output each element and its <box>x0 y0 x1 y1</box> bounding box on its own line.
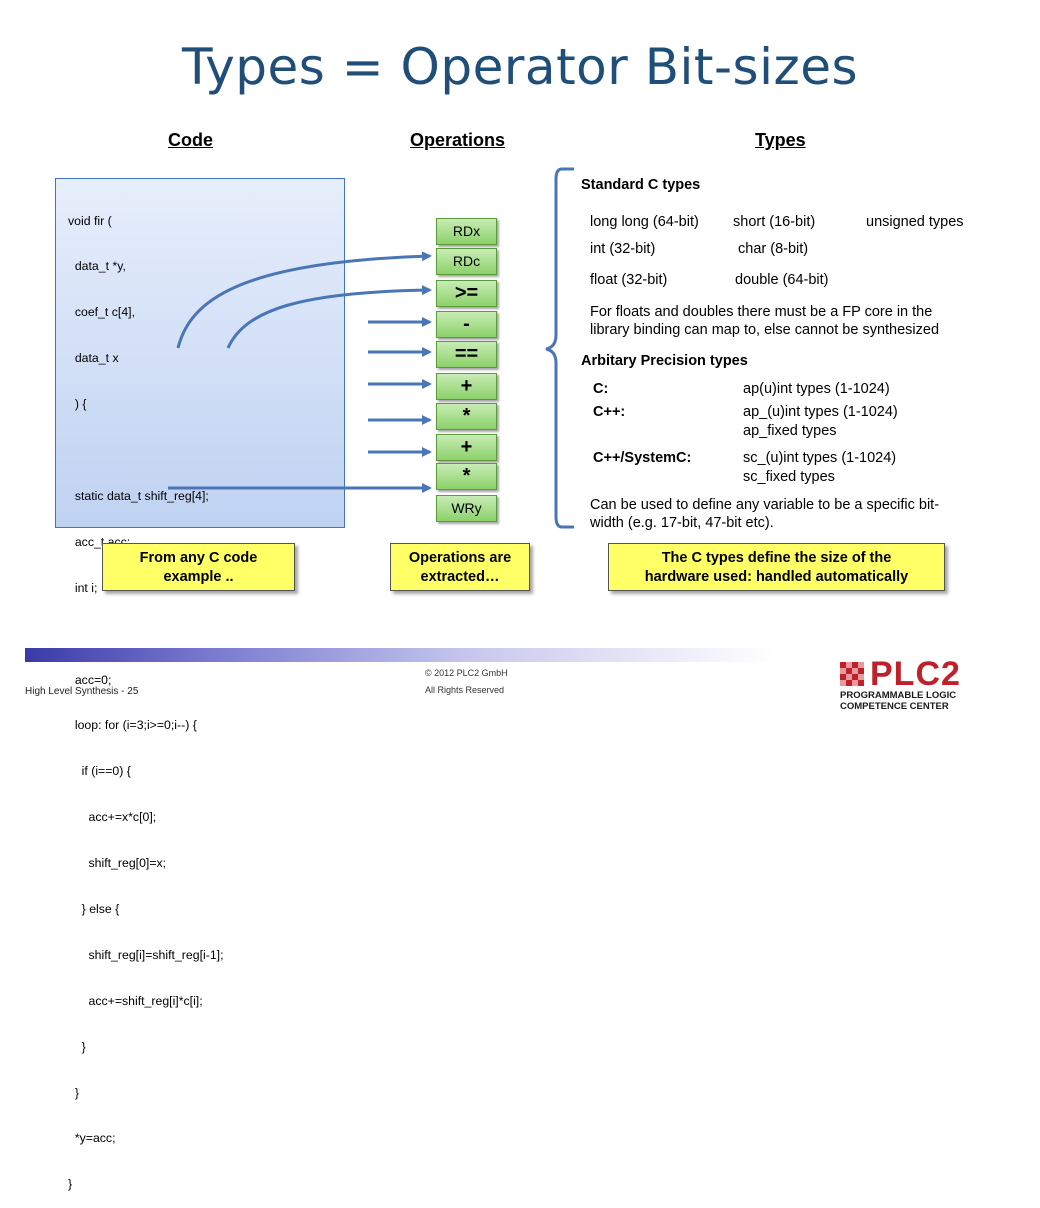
code-line: acc+=shift_reg[i]*c[i]; <box>68 993 203 1008</box>
callout-operations: Operations are extracted… <box>390 543 530 591</box>
code-line: } <box>68 1085 79 1100</box>
code-line: } else { <box>68 901 120 916</box>
operations-header: Operations <box>410 130 506 150</box>
code-line: loop: for (i=3;i>=0;i--) { <box>68 718 197 733</box>
op-equal: == <box>436 341 497 368</box>
bit-note-line-2: width (e.g. 17-bit, 47-bit etc). <box>590 515 774 531</box>
code-line: void fir ( <box>68 213 112 228</box>
code-line: acc=0; <box>68 672 112 687</box>
plc2-logo-mark-icon <box>840 662 866 688</box>
op-subtract: - <box>436 311 497 338</box>
logo-tagline-line-1: PROGRAMMABLE LOGIC <box>840 690 957 701</box>
arrow-rdc <box>176 251 432 349</box>
code-block: void fir ( data_t *y, coef_t c[4], data_… <box>55 178 345 1191</box>
systemc-label: C++/SystemC: <box>593 450 692 466</box>
callout-code: From any C code example .. <box>102 543 295 591</box>
arbitrary-types-heading: Arbitary Precision types <box>581 353 748 369</box>
callout-operations-line-2: extracted… <box>420 569 500 585</box>
callout-types: The C types define the size of the hardw… <box>608 543 945 591</box>
c-value: ap(u)int types (1-1024) <box>743 381 890 397</box>
slide-title: Types = Operator Bit-sizes <box>181 38 859 96</box>
op-write-y: WRy <box>436 495 497 522</box>
type-short: short (16-bit) <box>733 214 816 230</box>
c-label: C: <box>593 381 609 397</box>
type-double: double (64-bit) <box>735 272 829 288</box>
fp-note-line-1: For floats and doubles there must be a F… <box>590 304 933 320</box>
code-line: data_t *y, <box>68 259 126 274</box>
bit-note-line-1: Can be used to define any variable to be… <box>590 497 940 513</box>
op-multiply-2: * <box>436 463 497 490</box>
code-line: static data_t shift_reg[4]; <box>68 488 209 503</box>
op-read-c: RDc <box>436 248 497 275</box>
op-add-2: + <box>436 434 497 461</box>
cpp-value-1: ap_(u)int types (1-1024) <box>743 404 898 420</box>
types-header: Types <box>755 130 806 150</box>
type-int: int (32-bit) <box>590 241 656 257</box>
cpp-label: C++: <box>593 404 626 420</box>
types-brace <box>545 167 574 529</box>
logo-tagline-line-2: COMPETENCE CENTER <box>840 701 949 712</box>
code-line: ) { <box>68 397 87 412</box>
footer-gradient-bar <box>25 648 775 662</box>
callout-code-line-1: From any C code <box>139 550 258 566</box>
op-add-1: + <box>436 373 497 400</box>
cpp-value-2: ap_fixed types <box>743 423 837 439</box>
code-line: int i; <box>68 580 98 595</box>
rights-text: All Rights Reserved <box>425 685 505 695</box>
systemc-value-2: sc_fixed types <box>743 469 835 485</box>
type-float: float (32-bit) <box>590 272 668 288</box>
code-header: Code <box>168 130 213 150</box>
code-line: shift_reg[0]=x; <box>68 856 167 871</box>
type-unsigned: unsigned types <box>866 214 964 230</box>
fp-note-line-2: library binding can map to, else cannot … <box>590 322 940 338</box>
callout-code-line-2: example .. <box>163 569 234 585</box>
code-line: } <box>68 1039 86 1054</box>
code-line: coef_t c[4], <box>68 305 135 320</box>
code-line: acc+=x*c[0]; <box>68 810 157 825</box>
callout-operations-line-1: Operations are <box>408 550 512 566</box>
code-line: data_t x <box>68 351 119 366</box>
op-multiply-1: * <box>436 403 497 430</box>
op-read-x: RDx <box>436 218 497 245</box>
code-line: shift_reg[i]=shift_reg[i-1]; <box>68 947 224 962</box>
systemc-value-1: sc_(u)int types (1-1024) <box>743 450 897 466</box>
callout-types-line-1: The C types define the size of the <box>661 550 892 566</box>
code-line: *y=acc; <box>68 1131 116 1146</box>
flow-arrows <box>168 251 432 493</box>
code-line: if (i==0) { <box>68 764 131 779</box>
op-compare-ge: >= <box>436 280 497 307</box>
arrow-ge <box>226 285 432 349</box>
type-char: char (8-bit) <box>738 241 809 257</box>
plc2-logo-text: PLC2 <box>870 655 961 693</box>
copyright-text: © 2012 PLC2 GmbH <box>425 668 508 678</box>
plc2-logo-tagline: PROGRAMMABLE LOGIC COMPETENCE CENTER <box>840 690 956 712</box>
type-long-long: long long (64-bit) <box>590 214 699 230</box>
standard-types-heading: Standard C types <box>581 177 701 193</box>
callout-types-line-2: hardware used: handled automatically <box>644 569 909 585</box>
slide-label: High Level Synthesis - 25 <box>25 686 139 697</box>
code-line: } <box>68 1177 73 1192</box>
